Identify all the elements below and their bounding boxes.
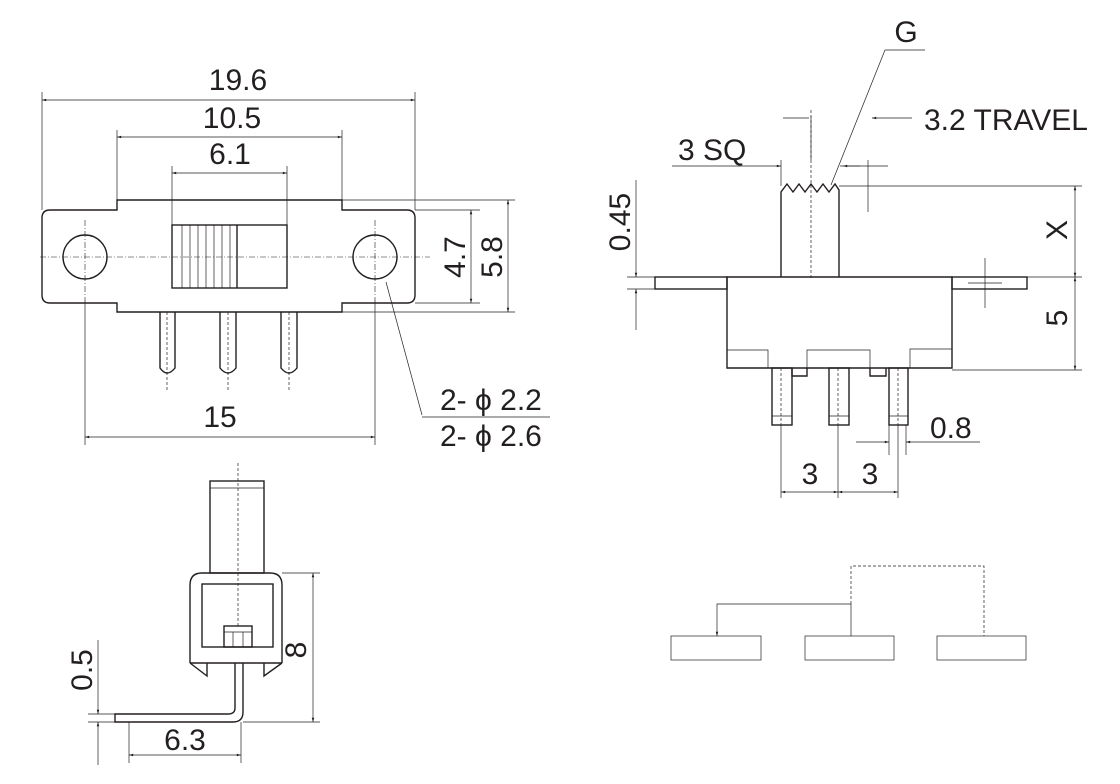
end-view: 8 0.5 6.3 xyxy=(66,463,320,765)
circuit-schematic xyxy=(670,565,1027,661)
dim-height-outer: 5.8 xyxy=(476,236,509,278)
hole-note-2: 2- ϕ 2.6 xyxy=(440,420,542,453)
dim-flange-thickness: 0.45 xyxy=(604,193,637,251)
dim-lead-thickness: 0.5 xyxy=(66,649,99,691)
hole-note-1: 2- ϕ 2.2 xyxy=(440,384,542,417)
label-actuator: G xyxy=(894,16,917,49)
dim-overall-width: 19.6 xyxy=(209,64,267,97)
side-view: G 3 SQ 3.2 TRAVEL 0.45 X 5 3 3 0.8 xyxy=(604,16,1088,498)
dim-body-height: 5 xyxy=(1041,310,1074,327)
dim-slider-width: 6.1 xyxy=(209,138,251,171)
dim-body-width: 10.5 xyxy=(203,102,261,135)
dim-height: 8 xyxy=(280,642,313,659)
front-view: 19.6 10.5 6.1 15 4.7 5.8 2- ϕ 2.2 2- ϕ 2… xyxy=(40,64,550,453)
dim-actuator-height: X xyxy=(1041,220,1074,240)
dim-lead-length: 6.3 xyxy=(164,724,206,757)
dim-height-inner: 4.7 xyxy=(439,236,472,278)
dim-pin-pitch-2: 3 xyxy=(862,458,879,491)
dim-pin-pitch-1: 3 xyxy=(802,458,819,491)
dim-actuator-size: 3 SQ xyxy=(678,134,746,167)
dim-hole-pitch: 15 xyxy=(203,401,236,434)
dim-pin-width: 0.8 xyxy=(930,412,972,445)
dim-travel: 3.2 TRAVEL xyxy=(924,104,1088,137)
